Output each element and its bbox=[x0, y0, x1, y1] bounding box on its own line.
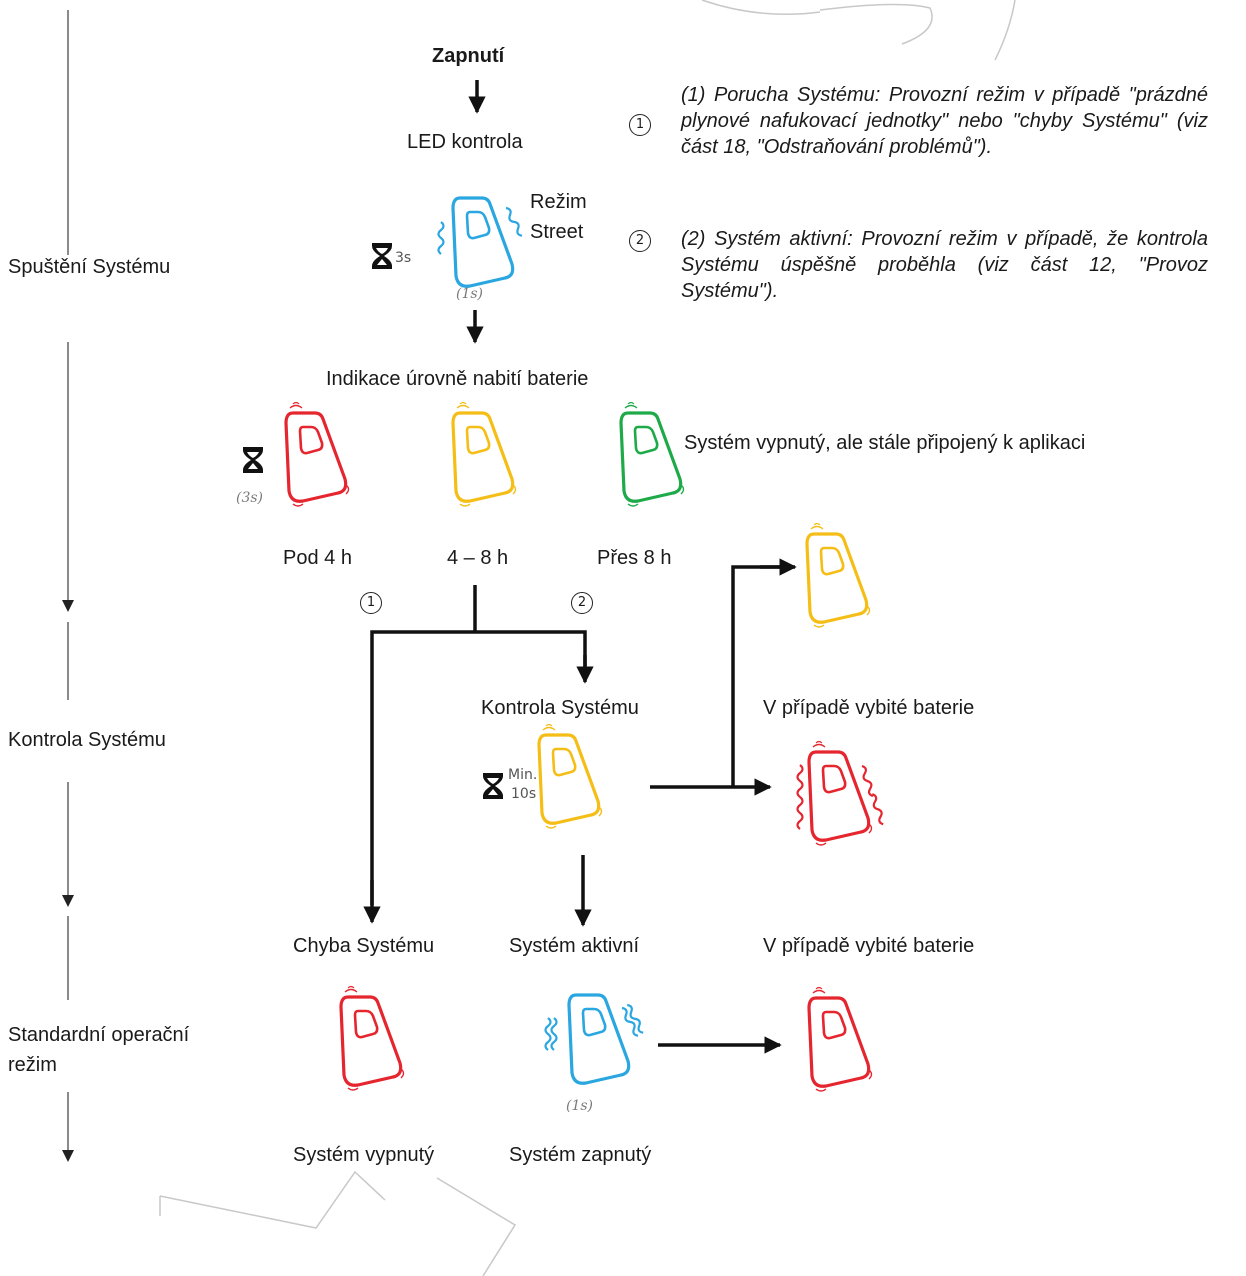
timeline-arrowheads bbox=[62, 600, 74, 1162]
label-system-off: Systém vypnutý bbox=[293, 1144, 435, 1166]
device-icon-low-battery-red bbox=[807, 986, 873, 1092]
vibration-icon-red-right bbox=[858, 764, 887, 827]
label-battery-indication: Indikace úrovně nabití baterie bbox=[326, 368, 589, 390]
label-mode-line2: Street bbox=[530, 221, 584, 243]
phase-label-check: Kontrola Systému bbox=[8, 729, 166, 751]
label-disconnected-note: Systém vypnutý, ale stále připojený k ap… bbox=[684, 432, 1086, 454]
vibration-icon-on-right bbox=[618, 1002, 647, 1039]
branch-badge-2: 2 bbox=[571, 592, 593, 614]
vibration-icon-on-left bbox=[544, 1016, 558, 1052]
label-low-battery-2: V případě vybité baterie bbox=[763, 935, 975, 957]
arrow-check-to-yellow bbox=[731, 565, 790, 787]
label-system-error: Chyba Systému bbox=[293, 935, 435, 957]
device-icon-battery-mid bbox=[451, 401, 517, 507]
device-icon-battery-high bbox=[619, 401, 685, 507]
device-icon-system-on bbox=[567, 993, 631, 1085]
label-low-battery-1: V případě vybité baterie bbox=[763, 697, 975, 719]
hourglass-icon-check bbox=[483, 773, 503, 799]
phase-label-standard-line2: režim bbox=[8, 1054, 57, 1076]
phase-label-standard-line1: Standardní operační bbox=[8, 1024, 190, 1046]
device-icon-battery-low bbox=[284, 401, 350, 507]
label-level-low: Pod 4 h bbox=[283, 547, 352, 569]
device-icon-system-check bbox=[537, 723, 603, 829]
vibration-icon-red-left bbox=[796, 763, 804, 831]
label-level-high: Přes 8 h bbox=[597, 547, 672, 569]
note-badge-1: 1 bbox=[629, 114, 651, 136]
label-system-active: Systém aktivní bbox=[509, 935, 640, 957]
label-power-on: Zapnutí bbox=[432, 45, 505, 67]
label-system-check: Kontrola Systému bbox=[481, 697, 639, 719]
device-icon-system-error bbox=[339, 985, 405, 1091]
device-icon-low-battery-yellow bbox=[805, 522, 871, 628]
vibration-icon-led-right bbox=[502, 205, 526, 239]
label-led-check: LED kontrola bbox=[407, 131, 523, 153]
label-mode-line1: Režim bbox=[530, 191, 587, 213]
arrow-branch bbox=[370, 630, 587, 905]
decor-outline bbox=[159, 0, 1016, 1276]
hourglass-icon-battery bbox=[243, 447, 263, 473]
caption-led-blink: (1s) bbox=[456, 286, 484, 302]
timer-check-line2: 10s bbox=[511, 786, 537, 802]
device-icon-low-battery-red-vibrating bbox=[807, 740, 873, 846]
flow-arrows bbox=[363, 80, 797, 1054]
timer-led: 3s bbox=[395, 250, 412, 266]
caption-battery-timer: (3s) bbox=[236, 490, 264, 506]
note-system-fault: (1) Porucha Systému: Provozní režim v př… bbox=[681, 84, 1208, 158]
label-level-mid: 4 – 8 h bbox=[447, 547, 509, 569]
vibration-icon-led-left bbox=[437, 220, 445, 256]
note-system-active: (2) Systém aktivní: Provozní režim v pří… bbox=[681, 228, 1208, 302]
note-badge-2: 2 bbox=[629, 230, 651, 252]
label-system-on: Systém zapnutý bbox=[509, 1144, 652, 1166]
device-icon-led-check bbox=[451, 196, 515, 288]
phase-label-startup: Spuštění Systému bbox=[8, 256, 171, 278]
caption-active-blink: (1s) bbox=[566, 1098, 594, 1114]
timer-check-line1: Min. bbox=[508, 767, 538, 783]
hourglass-icon-led bbox=[372, 243, 392, 269]
branch-badge-1: 1 bbox=[360, 592, 382, 614]
